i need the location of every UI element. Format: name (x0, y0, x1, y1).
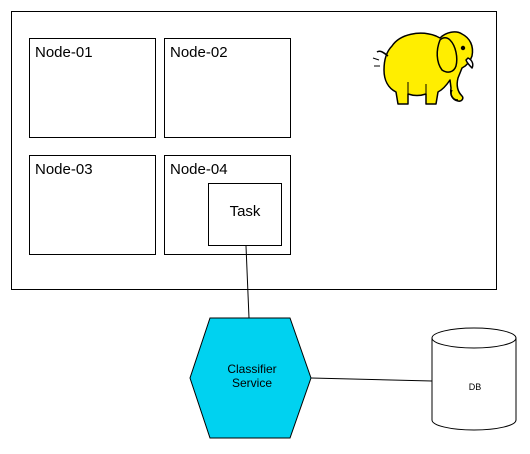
node-04-label: Node-04 (170, 161, 228, 178)
node-02-box[interactable]: Node-02 (164, 38, 291, 138)
db-cylinder[interactable] (431, 327, 517, 431)
task-label: Task (229, 203, 261, 220)
node-01-label: Node-01 (35, 44, 93, 61)
task-box[interactable]: Task (208, 183, 282, 246)
node-03-box[interactable]: Node-03 (29, 155, 156, 255)
classifier-service-label: Classifier Service (212, 362, 292, 390)
task-classifier-connector (245, 245, 250, 319)
hadoop-elephant-icon (372, 31, 474, 105)
node-02-label: Node-02 (170, 44, 228, 61)
classifier-label-line-1: Classifier (227, 362, 277, 376)
classifier-db-connector (310, 377, 433, 382)
node-03-label: Node-03 (35, 161, 93, 178)
db-label: DB (468, 382, 482, 392)
classifier-service-hexagon[interactable] (189, 317, 312, 439)
node-01-box[interactable]: Node-01 (29, 38, 156, 138)
classifier-label-line-2: Service (231, 376, 272, 390)
